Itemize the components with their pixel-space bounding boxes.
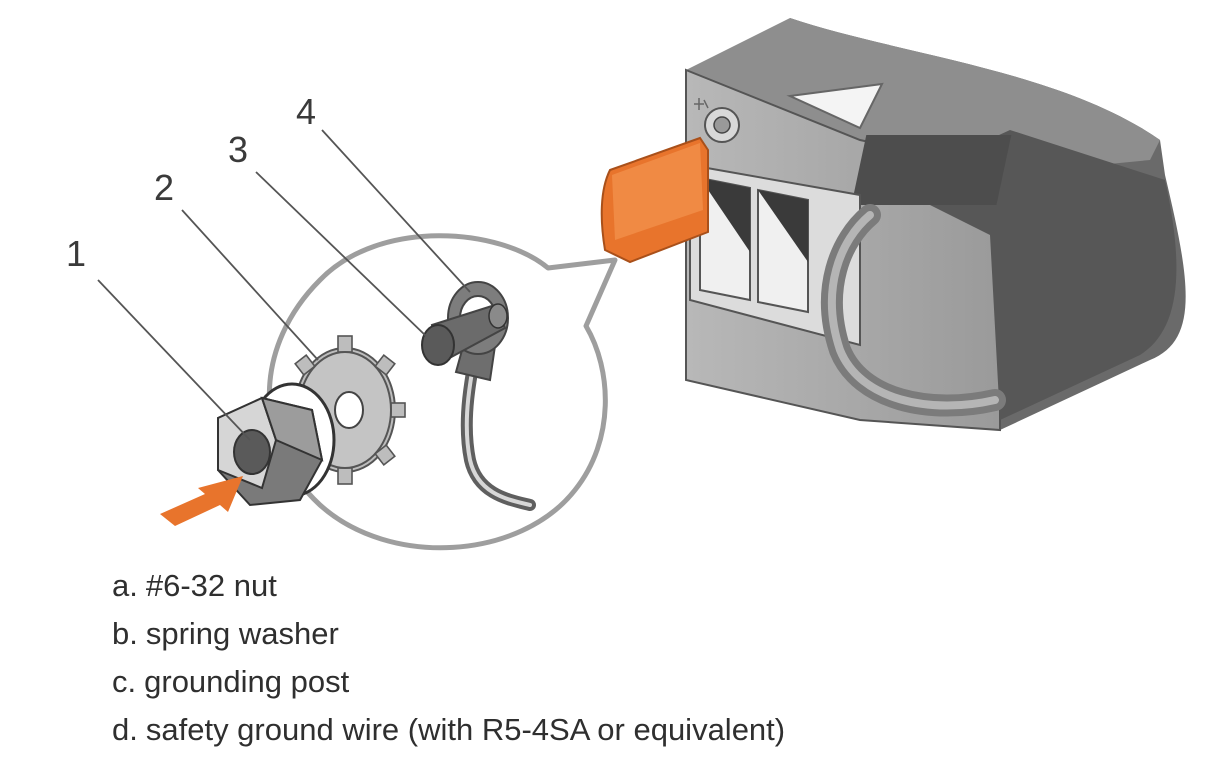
legend-item-grounding-post: c.grounding post xyxy=(112,664,350,699)
grounding-diagram: 1 2 3 4 xyxy=(66,18,1186,551)
callout-4: 4 xyxy=(296,91,316,132)
legend-item-nut: a.#6-32 nut xyxy=(112,568,277,603)
ground-symbol-icon xyxy=(694,98,709,110)
legend-item-spring-washer: b.spring washer xyxy=(112,616,339,651)
power-supply-unit xyxy=(600,18,1186,432)
legend-item-ground-wire: d.safety ground wire (with R5-4SA or equ… xyxy=(112,712,786,747)
up-arrow-icon xyxy=(786,82,884,130)
callout-3: 3 xyxy=(228,129,248,170)
callout-1: 1 xyxy=(66,233,86,274)
power-connector-socket xyxy=(689,163,861,347)
callout-2: 2 xyxy=(154,167,174,208)
grounding-post xyxy=(421,303,508,366)
insert-arrow-icon xyxy=(160,476,243,526)
callout-leaders xyxy=(97,129,471,441)
parts-legend: a.#6-32 nut b.spring washer c.grounding … xyxy=(112,562,785,754)
psu-label-area xyxy=(851,135,1012,205)
